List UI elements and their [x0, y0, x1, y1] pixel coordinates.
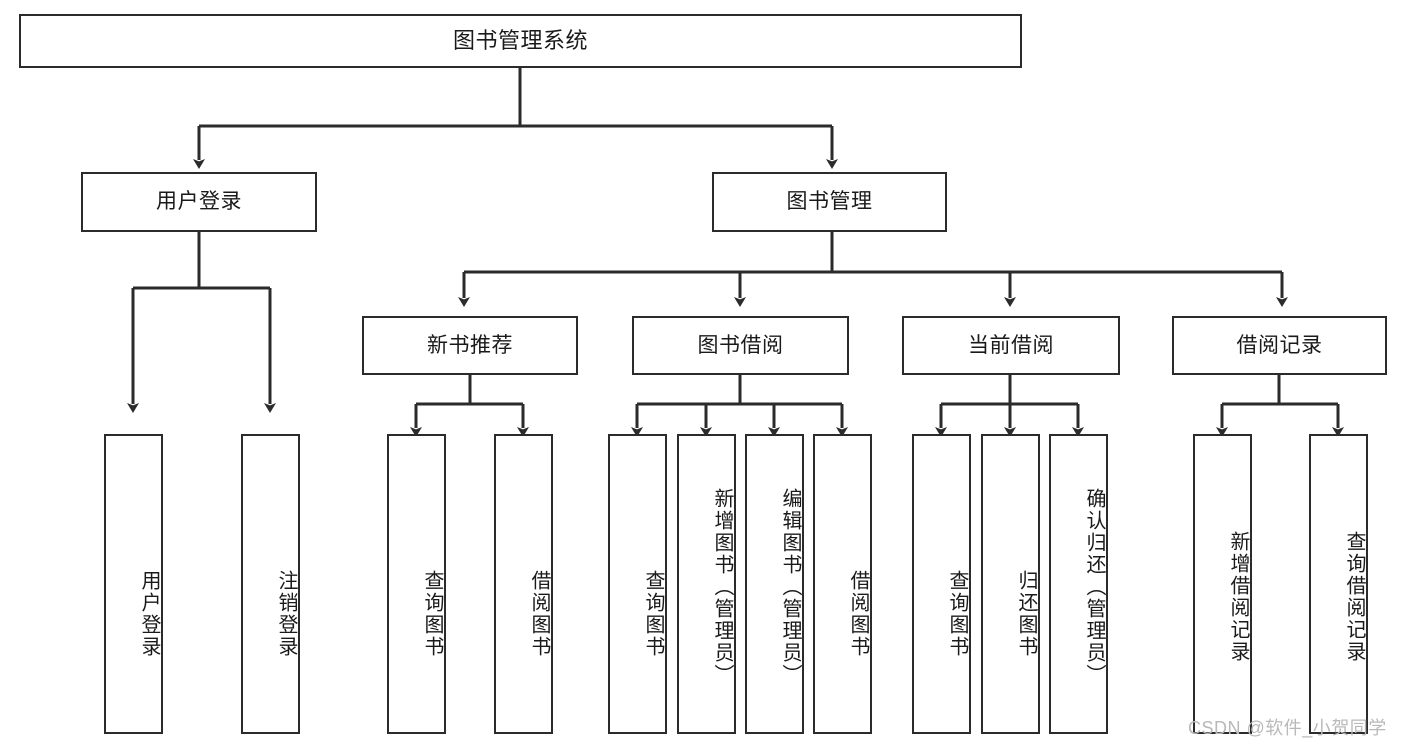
node-label: 新增图书（管理员） — [711, 488, 733, 686]
node-label: 编辑图书（管理员） — [779, 488, 801, 686]
leaf-book-borrow-edit-book-admin[interactable]: 编辑图书（管理员） — [745, 434, 804, 734]
leaf-new-book-borrow-book[interactable]: 借阅图书 — [494, 434, 553, 734]
csdn-watermark: CSDN @软件_小贺同学 — [1188, 718, 1387, 738]
leaf-borrow-record-add-record[interactable]: 新增借阅记录 — [1193, 434, 1252, 734]
node-label: 查询图书 — [946, 570, 968, 658]
node-label: 借阅图书 — [528, 570, 550, 658]
node-root-book-management-system[interactable]: 图书管理系统 — [19, 14, 1022, 68]
node-label: 图书管理系统 — [452, 27, 588, 53]
node-label: 确认归还（管理员） — [1083, 488, 1105, 686]
leaf-current-borrow-return-book[interactable]: 归还图书 — [981, 434, 1040, 734]
leaf-user-login-logout[interactable]: 注销登录 — [241, 434, 300, 734]
leaf-new-book-query-book[interactable]: 查询图书 — [387, 434, 446, 734]
node-label: 用户登录 — [156, 190, 242, 214]
leaf-borrow-record-query-record[interactable]: 查询借阅记录 — [1309, 434, 1368, 734]
node-label: 图书管理 — [786, 190, 873, 214]
node-label: 新增借阅记录 — [1227, 531, 1249, 663]
node-label: 查询图书 — [421, 570, 443, 658]
leaf-user-login-login[interactable]: 用户登录 — [104, 434, 163, 734]
node-current-borrow[interactable]: 当前借阅 — [902, 316, 1120, 375]
node-user-login[interactable]: 用户登录 — [81, 172, 317, 232]
node-label: 当前借阅 — [968, 333, 1054, 357]
node-borrow-record[interactable]: 借阅记录 — [1172, 316, 1387, 375]
leaf-book-borrow-query-book[interactable]: 查询图书 — [608, 434, 667, 734]
node-label: 查询图书 — [642, 570, 664, 658]
node-label: 用户登录 — [138, 570, 160, 658]
leaf-book-borrow-add-book-admin[interactable]: 新增图书（管理员） — [677, 434, 736, 734]
leaf-current-borrow-query-book[interactable]: 查询图书 — [912, 434, 971, 734]
node-label: 查询借阅记录 — [1343, 531, 1365, 663]
node-label: 归还图书 — [1015, 570, 1037, 658]
node-label: 新书推荐 — [427, 333, 513, 357]
node-label: 借阅图书 — [847, 570, 869, 658]
node-new-book-recommend[interactable]: 新书推荐 — [362, 316, 578, 375]
leaf-book-borrow-borrow-book[interactable]: 借阅图书 — [813, 434, 872, 734]
node-book-management[interactable]: 图书管理 — [712, 172, 947, 232]
node-label: 注销登录 — [275, 570, 297, 658]
leaf-current-borrow-confirm-return-admin[interactable]: 确认归还（管理员） — [1049, 434, 1108, 734]
node-book-borrow[interactable]: 图书借阅 — [632, 316, 849, 375]
node-label: 借阅记录 — [1236, 333, 1323, 357]
node-label: 图书借阅 — [697, 333, 784, 357]
